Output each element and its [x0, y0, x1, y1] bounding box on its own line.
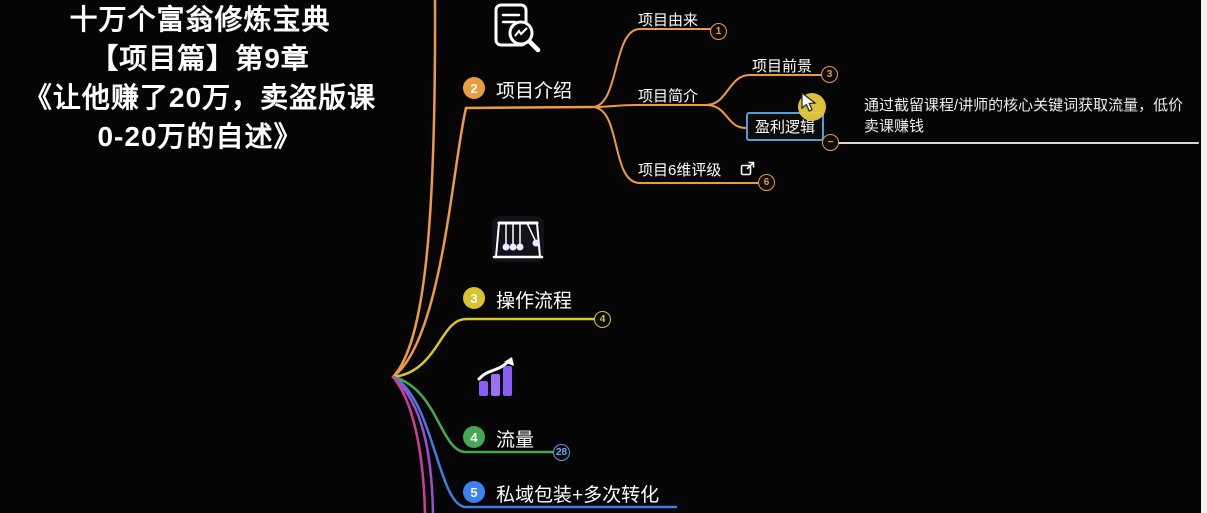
node-profit-label: 盈利逻辑 — [754, 119, 815, 136]
root-topic-line-1: 十万个富翁修炼宝典 — [69, 4, 331, 35]
collapse-toggle-icon[interactable]: − — [822, 134, 839, 151]
branch-number-badge-process: 3 — [463, 287, 485, 309]
root-topic[interactable]: 十万个富翁修炼宝典 【项目篇】第9章 《让他赚了20万，卖盗版课 0-20万的自… — [0, 0, 400, 156]
node-origin-label[interactable]: 项目由来 — [638, 12, 699, 29]
priority-badge-process[interactable]: 4 — [594, 311, 611, 328]
newton-cradle-icon[interactable] — [490, 214, 546, 264]
priority-badge-prospect[interactable]: 3 — [821, 66, 838, 83]
bar-chart-icon[interactable] — [474, 354, 526, 398]
edge-offscreen-bottom-magenta — [391, 375, 427, 513]
branch-number-badge-traffic: 4 — [463, 426, 485, 448]
node-brief-label[interactable]: 项目简介 — [638, 88, 699, 105]
branch-number-badge-intro: 2 — [463, 77, 485, 99]
root-topic-line-3: 《让他赚了20万，卖盗版课 — [23, 82, 377, 113]
node-profit-note[interactable]: 通过截留课程/讲师的核心关键词获取流量，低价卖课赚钱 — [864, 97, 1184, 135]
edge-offscreen-bottom-purple — [391, 375, 435, 513]
root-topic-line-4: 0-20万的自述》 — [97, 121, 303, 152]
root-topic-line-2: 【项目篇】第9章 — [90, 43, 310, 74]
priority-badge-rating[interactable]: 6 — [758, 174, 775, 191]
branch-process-label[interactable]: 操作流程 — [496, 291, 573, 312]
node-rating-label[interactable]: 项目6维评级 — [638, 162, 722, 179]
external-link-icon[interactable] — [740, 161, 755, 176]
branch-private-label[interactable]: 私域包装+多次转化 — [496, 485, 660, 506]
scrollbar[interactable] — [1201, 0, 1207, 513]
node-prospect-label[interactable]: 项目前景 — [752, 58, 813, 75]
edge-node-profit — [705, 104, 747, 129]
priority-badge-origin[interactable]: 1 — [710, 23, 727, 40]
branch-number-badge-private: 5 — [463, 481, 485, 503]
branch-intro-label[interactable]: 项目介绍 — [496, 81, 573, 102]
document-search-icon[interactable] — [490, 2, 546, 54]
branch-traffic-label[interactable]: 流量 — [496, 430, 535, 451]
count-badge-traffic[interactable]: 28 — [553, 444, 571, 461]
mouse-cursor-icon — [801, 91, 819, 112]
